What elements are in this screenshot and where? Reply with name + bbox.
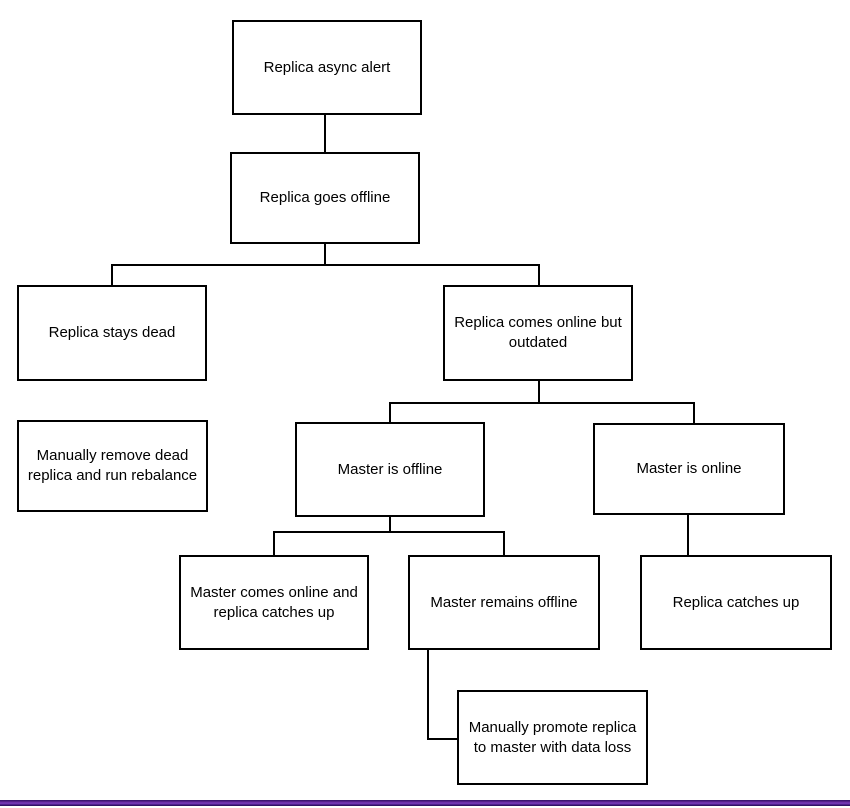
connector-branch-level4-horizontal	[389, 402, 695, 404]
connector-remains-offline-elbow-vertical	[427, 650, 429, 740]
connector-stub-to-master-online	[693, 402, 695, 423]
node-master-remains-offline: Master remains offline	[408, 555, 600, 650]
connector-branch-level3-horizontal	[111, 264, 540, 266]
node-replica-stays-dead: Replica stays dead	[17, 285, 207, 381]
connector-stub-to-online-outdated	[538, 264, 540, 285]
node-manually-remove-dead-replica: Manually remove dead replica and run reb…	[17, 420, 208, 512]
node-master-is-offline: Master is offline	[295, 422, 485, 517]
node-replica-goes-offline: Replica goes offline	[230, 152, 420, 244]
connector-online-outdated-stub	[538, 381, 540, 403]
connector-goes-offline-stub	[324, 244, 326, 265]
connector-stub-to-master-offline	[389, 402, 391, 422]
node-master-comes-online-replica-catches-up: Master comes online and replica catches …	[179, 555, 369, 650]
connector-master-online-to-catches-up	[687, 515, 689, 555]
connector-stub-to-stays-dead	[111, 264, 113, 285]
connector-master-offline-stub	[389, 517, 391, 533]
node-replica-catches-up: Replica catches up	[640, 555, 832, 650]
connector-alert-to-goes-offline	[324, 115, 326, 152]
connector-stub-to-master-comes-online	[273, 531, 275, 555]
connector-stub-to-master-remains	[503, 531, 505, 555]
connector-remains-offline-elbow-horizontal	[427, 738, 457, 740]
connector-branch-level5-horizontal	[273, 531, 505, 533]
node-manually-promote-replica: Manually promote replica to master with …	[457, 690, 648, 785]
node-master-is-online: Master is online	[593, 423, 785, 515]
node-replica-comes-online-but-outdated: Replica comes online but outdated	[443, 285, 633, 381]
node-replica-async-alert: Replica async alert	[232, 20, 422, 115]
footer-accent-bar	[0, 800, 850, 806]
